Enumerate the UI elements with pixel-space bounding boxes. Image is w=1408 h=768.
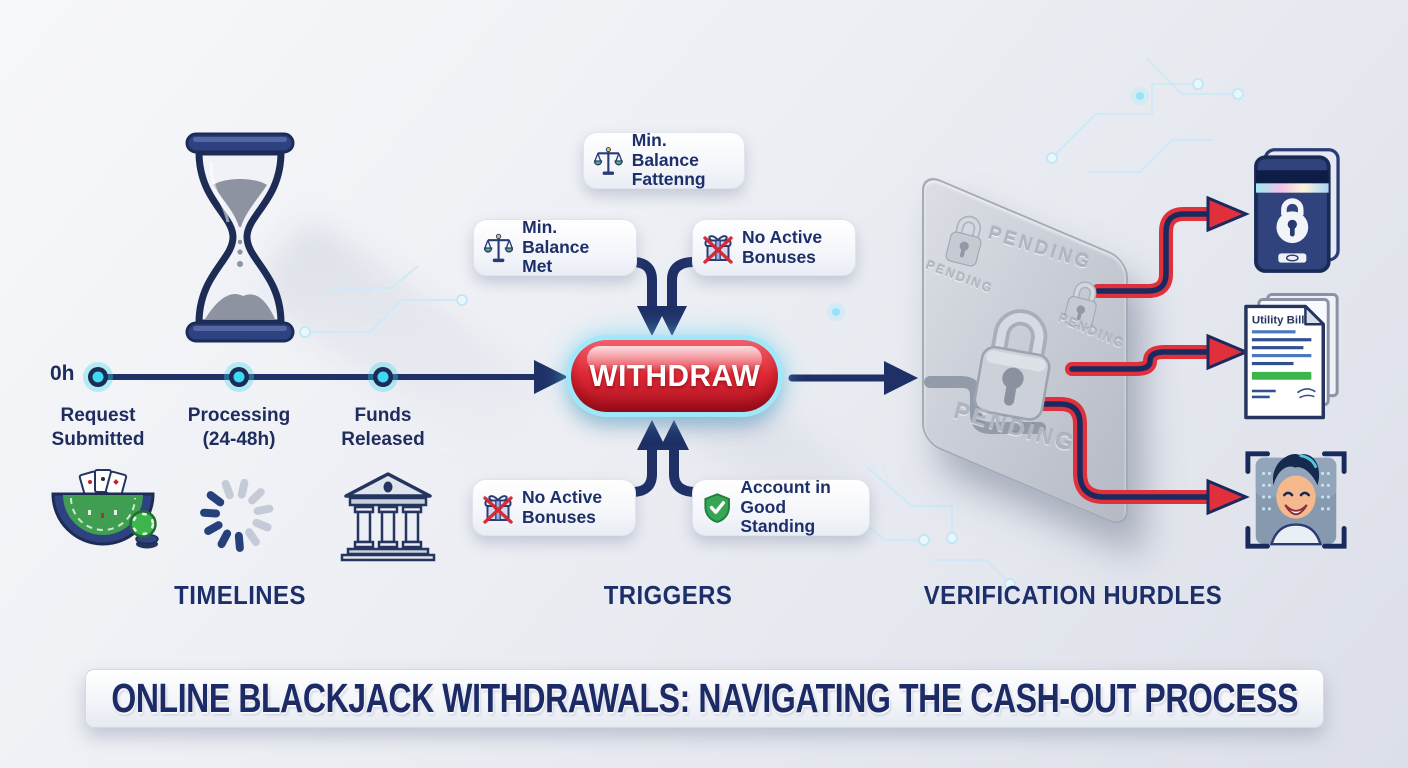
id-document-icon [1254, 148, 1340, 273]
selfie-verification-icon [1245, 451, 1347, 549]
lock-icon [945, 215, 982, 267]
section-label-timelines: TIMELINES [174, 580, 306, 610]
balance-scale-icon [484, 233, 514, 262]
utility-bill-label: Utility Bill [1252, 314, 1305, 326]
section-label-triggers: TRIGGERS [603, 580, 733, 610]
timeline-start-label: 0h [50, 362, 75, 385]
shield-check-icon [704, 492, 730, 523]
glow-dots [827, 87, 1149, 321]
no-bonus-gift-icon [703, 234, 733, 264]
section-label-verification-hurdles: VERIFICATION HURDLES [923, 580, 1223, 610]
hourglass-icon [185, 132, 295, 343]
blackjack-table-icon [51, 469, 159, 549]
loading-spinner-icon [200, 478, 274, 552]
milestone-processing: Processing(24-48h) [187, 405, 291, 450]
no-bonus-gift-icon [483, 494, 513, 524]
utility-bill-icon: Utility Bill [1244, 293, 1339, 420]
page-title: ONLINE BLACKJACK WITHDRAWALS: NAVIGATING… [111, 675, 1298, 721]
balance-scale-icon [594, 146, 623, 175]
bank-icon [340, 472, 436, 562]
title-banner: ONLINE BLACKJACK WITHDRAWALS: NAVIGATING… [85, 669, 1324, 728]
withdraw-button[interactable]: WITHDRAW [571, 340, 778, 412]
